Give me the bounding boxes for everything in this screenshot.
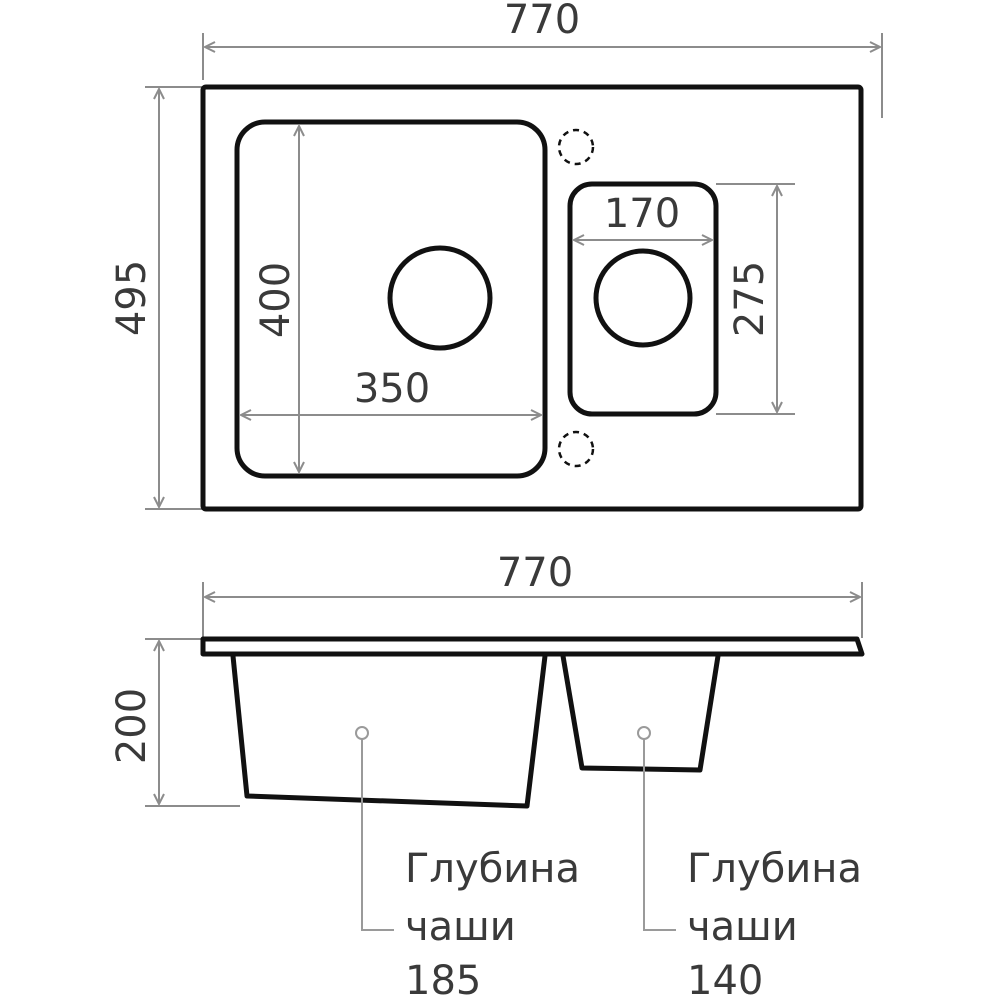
small-bowl-outline	[567, 181, 719, 417]
small-bowl-note-line3: 140	[687, 958, 763, 1000]
small-bowl-width-label: 170	[604, 191, 680, 237]
sink-side-deck	[200, 636, 865, 657]
sink-top-outline	[200, 84, 864, 512]
small-bowl-height-label: 275	[727, 261, 773, 337]
big-bowl-leader-line	[361, 739, 394, 931]
big-bowl-note-line1: Глубина	[405, 846, 580, 892]
small-bowl-leader-dot	[637, 726, 651, 740]
big-bowl-leader-dot	[355, 726, 369, 740]
side-depth-label: 200	[109, 688, 155, 764]
small-bowl-drain	[593, 248, 693, 348]
small-bowl-profile	[560, 655, 721, 773]
big-bowl-profile	[230, 655, 548, 809]
big-bowl-height-label: 400	[253, 262, 299, 338]
big-bowl-note-line3: 185	[405, 958, 481, 1000]
side-view: 770 200 Глубина чаши 185 Глубина чаши 14…	[109, 550, 865, 1000]
big-bowl-depth-note: Глубина чаши 185	[405, 846, 580, 1000]
mixer-hole-bottom	[557, 430, 595, 468]
top-width-label: 770	[504, 0, 580, 43]
mixer-hole-top	[557, 128, 595, 166]
small-bowl-note-line1: Глубина	[687, 846, 862, 892]
big-bowl-outline	[234, 119, 548, 479]
big-bowl-width-label: 350	[354, 366, 430, 412]
side-width-label: 770	[497, 550, 573, 596]
small-bowl-leader-line	[643, 739, 676, 931]
top-view: 770 495 350 400 170 275	[109, 0, 883, 512]
big-bowl-drain	[387, 245, 493, 351]
small-bowl-note-line2: чаши	[687, 904, 798, 950]
small-bowl-depth-note: Глубина чаши 140	[687, 846, 862, 1000]
big-bowl-note-line2: чаши	[405, 904, 516, 950]
top-height-label: 495	[109, 260, 155, 336]
